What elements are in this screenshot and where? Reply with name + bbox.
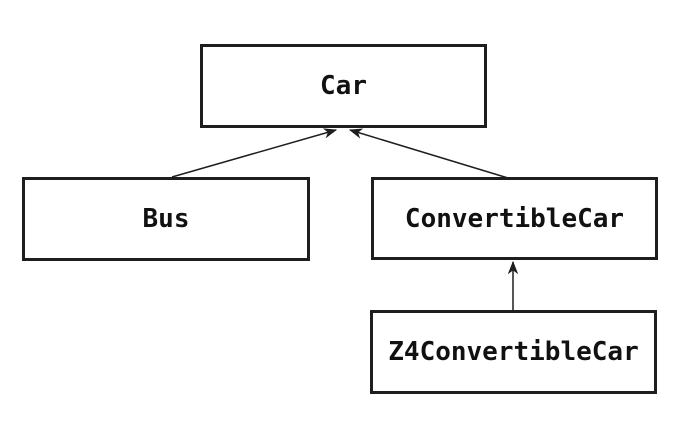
class-node-bus: Bus bbox=[22, 177, 310, 261]
class-node-convertiblecar: ConvertibleCar bbox=[371, 177, 658, 260]
class-node-bus-label: Bus bbox=[142, 204, 190, 234]
class-node-z4convertiblecar: Z4ConvertibleCar bbox=[370, 310, 657, 394]
class-node-car-label: Car bbox=[320, 71, 367, 101]
class-node-z4convertiblecar-label: Z4ConvertibleCar bbox=[388, 337, 639, 367]
class-node-convertiblecar-label: ConvertibleCar bbox=[404, 203, 625, 234]
edge-bus-to-car bbox=[171, 128, 338, 178]
class-node-car: Car bbox=[200, 44, 487, 128]
edge-convertiblecar-to-car bbox=[348, 128, 509, 179]
